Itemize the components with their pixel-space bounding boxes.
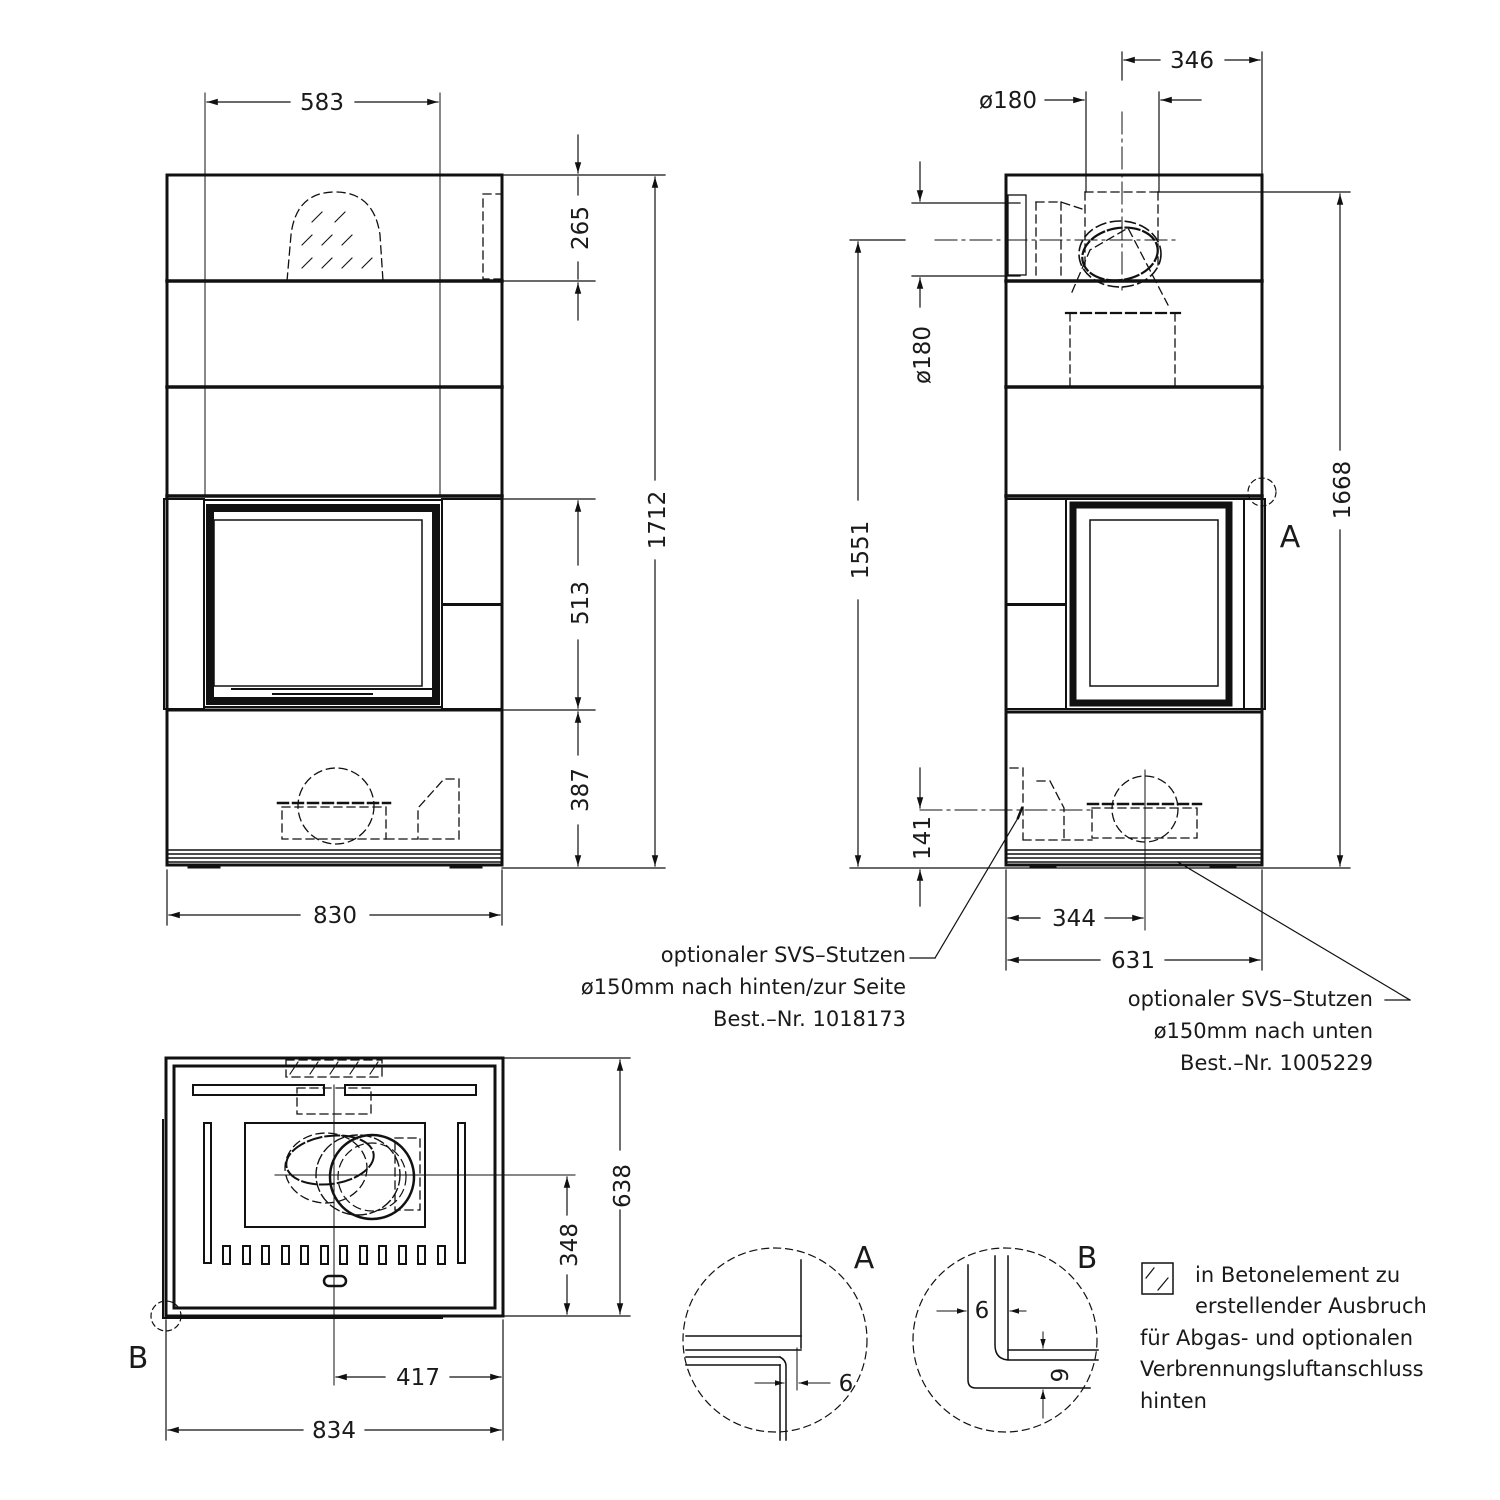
detail-labels: A 6 B 6 6: [839, 1241, 1098, 1397]
dim-265: 265: [568, 206, 594, 250]
dim-1712: 1712: [645, 491, 671, 550]
front-dim-labels: 583 265 513 387 1712 830: [300, 90, 671, 929]
dim-638: 638: [610, 1164, 636, 1208]
dim-834: 834: [312, 1418, 356, 1444]
detail-b: [912, 1247, 1099, 1433]
side-view: [919, 111, 1411, 1001]
dim-631: 631: [1111, 948, 1155, 974]
svg-text:ø150mm nach unten: ø150mm nach unten: [1154, 1019, 1373, 1043]
front-view: [163, 92, 504, 869]
svg-text:hinten: hinten: [1140, 1389, 1207, 1413]
dim-344: 344: [1052, 906, 1096, 932]
detail-b-gap-x: 6: [975, 1298, 990, 1324]
dim-387: 387: [568, 768, 594, 812]
plan-view: [150, 1056, 576, 1386]
plan-dim-labels: 638 348 417 834 B: [128, 1164, 636, 1444]
dim-513: 513: [568, 581, 594, 625]
plan-dimensions: [165, 1057, 631, 1441]
side-dimensions: [849, 51, 1411, 1001]
dim-830: 830: [313, 903, 357, 929]
svg-text:Best.–Nr. 1005229: Best.–Nr. 1005229: [1180, 1051, 1373, 1075]
dim-583: 583: [300, 90, 344, 116]
dim-141: 141: [910, 816, 936, 860]
detail-a-label: A: [854, 1241, 875, 1276]
detail-marker-b: B: [128, 1341, 149, 1376]
note-svs-bottom: optionaler SVS–Stutzen ø150mm nach unten…: [1128, 987, 1373, 1075]
legend-note: in Betonelement zu erstellender Ausbruch…: [1140, 1263, 1427, 1413]
dim-1668: 1668: [1330, 461, 1356, 520]
detail-a: [682, 1247, 868, 1441]
svg-text:erstellender Ausbruch: erstellender Ausbruch: [1195, 1294, 1427, 1318]
note-svs-rear: optionaler SVS–Stutzen ø150mm nach hinte…: [581, 943, 906, 1031]
dim-346: 346: [1170, 48, 1214, 74]
svg-text:für Abgas- und optionalen: für Abgas- und optionalen: [1140, 1326, 1413, 1350]
dim-1551: 1551: [848, 521, 874, 580]
dim-417: 417: [396, 1365, 440, 1391]
svg-text:optionaler SVS–Stutzen: optionaler SVS–Stutzen: [661, 943, 906, 967]
svg-text:in Betonelement zu: in Betonelement zu: [1195, 1263, 1400, 1287]
svg-text:Best.–Nr. 1018173: Best.–Nr. 1018173: [713, 1007, 906, 1031]
detail-b-gap-y: 6: [1045, 1368, 1071, 1383]
detail-b-label: B: [1077, 1241, 1098, 1276]
svg-text:optionaler SVS–Stutzen: optionaler SVS–Stutzen: [1128, 987, 1373, 1011]
dim-348: 348: [557, 1223, 583, 1267]
dim-d180-rear: ø180: [910, 326, 936, 384]
svg-text:Verbrennungsluftanschluss: Verbrennungsluftanschluss: [1140, 1357, 1424, 1381]
detail-marker-a: A: [1280, 520, 1301, 555]
dim-d180-top: ø180: [979, 88, 1037, 114]
hatched-square-icon: [1141, 1262, 1174, 1295]
svg-text:ø150mm nach hinten/zur Seite: ø150mm nach hinten/zur Seite: [581, 975, 906, 999]
detail-a-gap: 6: [839, 1371, 854, 1397]
side-dim-labels: 346 ø180 ø180 1551 1668 141 344 631 A: [848, 48, 1356, 974]
front-dimensions: [166, 98, 666, 926]
